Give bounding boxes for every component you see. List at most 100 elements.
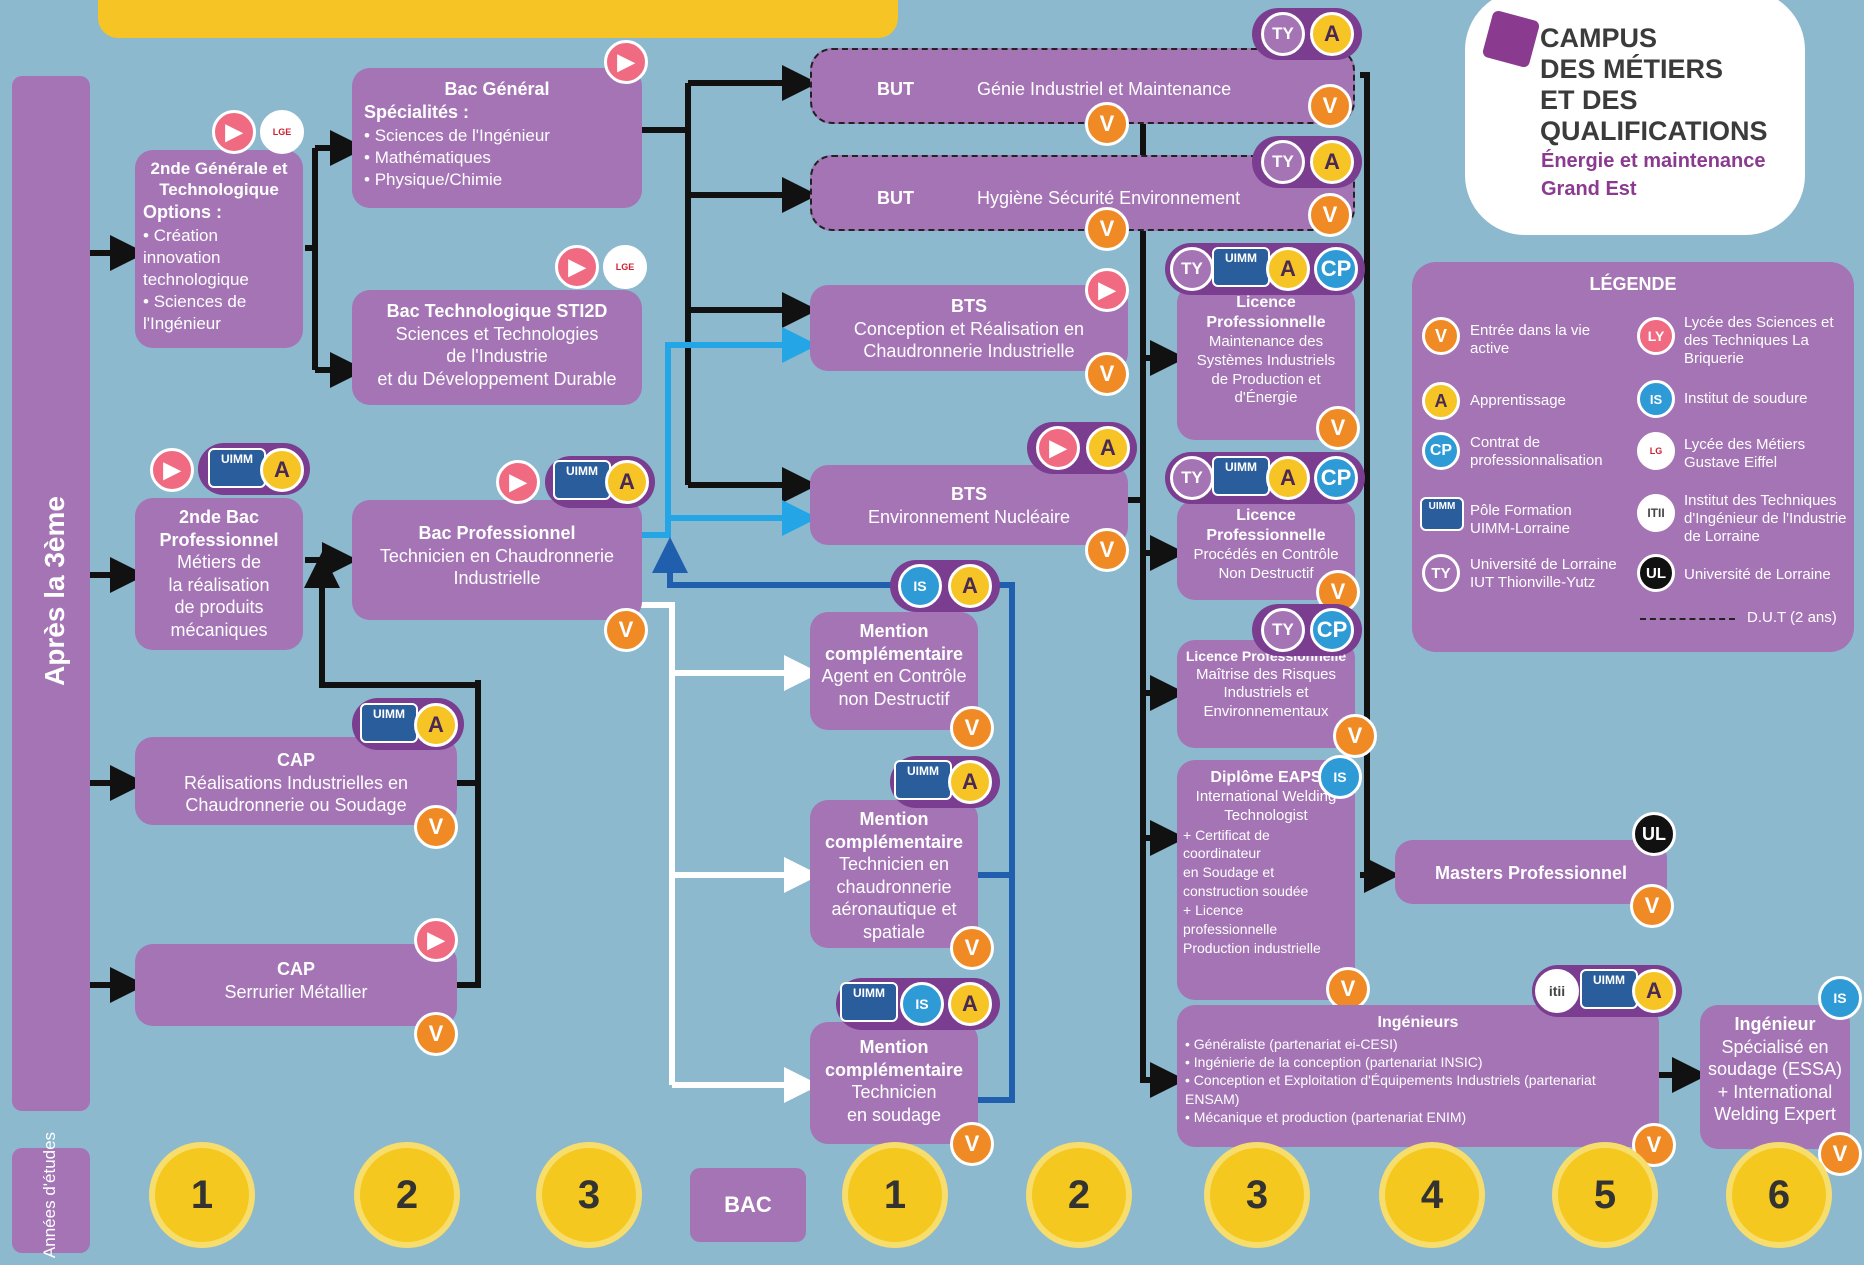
mc2-t1: Mention xyxy=(859,809,929,829)
uimm-icon: UIMM xyxy=(894,760,952,800)
bac-pro-title: Bac Professionnel xyxy=(418,523,576,543)
legend-text: Entrée dans la vie active xyxy=(1470,322,1591,357)
iut-thionville-icon: TY xyxy=(1261,140,1305,184)
lycee-briquerie-icon: ▶ xyxy=(1085,268,1129,312)
bac-general-label: Spécialités : xyxy=(364,101,470,122)
mc1-box: Mention complémentaire Agent en Contrôle… xyxy=(810,612,978,730)
mc1-l2: non Destructif xyxy=(838,688,950,709)
uimm-icon: UIMM xyxy=(1212,456,1270,496)
seconde-title: 2nde Générale et Technologique xyxy=(150,159,288,200)
lp1-t2: Professionnelle xyxy=(1206,314,1326,331)
campus-logo: CAMPUS DES MÉTIERS ET DES QUALIFICATIONS… xyxy=(1465,0,1805,235)
mc3-l2: en soudage xyxy=(846,1104,942,1125)
seconde-opt: Sciences de l'Ingénieur xyxy=(143,291,295,335)
lp1-l4: d'Énergie xyxy=(1234,389,1298,407)
vie-active-icon: V xyxy=(950,926,994,970)
lp3-l2: Industriels et xyxy=(1223,684,1309,702)
apprentissage-icon: A xyxy=(414,703,458,747)
eaps-item: + Certificat de xyxy=(1183,826,1270,843)
vie-active-icon: V xyxy=(414,1012,458,1056)
bts2-l1: Environnement Nucléaire xyxy=(867,506,1071,527)
but2-tag: BUT xyxy=(877,188,914,208)
institut-soudure-icon: IS xyxy=(1818,976,1862,1020)
bac-general-title: Bac Général xyxy=(444,79,550,99)
vie-active-icon: V xyxy=(1085,528,1129,572)
lycee-briquerie-icon: ▶ xyxy=(496,460,540,504)
lycee-briquerie-icon: LY xyxy=(1637,317,1675,355)
eaps-l1: International Welding xyxy=(1195,788,1337,805)
contrat-pro-icon: CP xyxy=(1314,247,1358,291)
top-banner xyxy=(98,0,898,38)
uimm-icon: UIMM xyxy=(840,982,898,1022)
lp2-box: Licence Professionnelle Procédés en Cont… xyxy=(1177,500,1355,600)
ingenieur-spe-l2: soudage (ESSA) xyxy=(1707,1059,1843,1079)
eaps-item: coordinateur xyxy=(1183,845,1261,862)
contrat-pro-icon: CP xyxy=(1310,608,1354,652)
legend-text: Institut de soudure xyxy=(1684,390,1808,407)
mc1-t1: Mention xyxy=(859,621,929,641)
year-circle: 6 xyxy=(1732,1148,1826,1242)
vie-active-icon: V xyxy=(1422,317,1460,355)
legend-text: Apprentissage xyxy=(1470,392,1566,409)
lycee-eiffel-icon: LGE xyxy=(603,245,647,289)
eaps-item: Production industrielle xyxy=(1183,939,1321,956)
lycee-briquerie-icon: ▶ xyxy=(1036,426,1080,470)
lycee-briquerie-icon: ▶ xyxy=(555,245,599,289)
seconde-pro-title2: Professionnel xyxy=(159,529,279,550)
eaps-item: + Licence xyxy=(1183,902,1244,919)
vie-active-icon: V xyxy=(950,706,994,750)
apprentissage-icon: A xyxy=(948,564,992,608)
legend-panel: LÉGENDE V Entrée dans la vie active A Ap… xyxy=(1412,262,1854,652)
lycee-briquerie-icon: ▶ xyxy=(604,40,648,84)
bac-techno-l2: de l'Industrie xyxy=(446,346,548,366)
eaps-box: Diplôme EAPS International Welding Techn… xyxy=(1177,760,1355,1000)
cap1-l2: Chaudronnerie ou Soudage xyxy=(185,795,407,815)
bac-general-box: Bac Général Spécialités : Sciences de l'… xyxy=(352,68,642,208)
apprentissage-icon: A xyxy=(1422,382,1460,420)
vie-active-icon: V xyxy=(1630,884,1674,928)
iut-thionville-icon: TY xyxy=(1170,456,1214,500)
universite-lorraine-icon: UL xyxy=(1632,812,1676,856)
uimm-icon: UIMM xyxy=(360,703,418,743)
bac-general-item: Mathématiques xyxy=(364,147,630,169)
legend-text: Institut des Techniques d'Ingénieur de l… xyxy=(1684,492,1847,545)
mc2-l4: spatiale xyxy=(862,921,926,942)
ingenieurs-item: Généraliste (partenariat ei-CESI) xyxy=(1185,1035,1651,1053)
bac-pro-l2: Industrielle xyxy=(453,568,541,588)
legend-dut: D.U.T (2 ans) xyxy=(1747,609,1837,626)
ingenieur-spe-title: Ingénieur xyxy=(1734,1014,1816,1034)
vie-active-icon: V xyxy=(1308,193,1352,237)
cap1-title: CAP xyxy=(276,750,315,770)
bts1-title: BTS xyxy=(951,296,987,316)
mc3-t1: Mention xyxy=(859,1037,929,1057)
lp3-l3: Environnementaux xyxy=(1203,703,1329,720)
uimm-icon: UIMM xyxy=(1580,969,1638,1009)
side-bar xyxy=(12,76,90,1111)
campus-sub1: Énergie et maintenance xyxy=(1541,150,1766,172)
bac-general-item: Physique/Chimie xyxy=(364,169,630,191)
vie-active-icon: V xyxy=(1085,352,1129,396)
legend-text: Pôle Formation UIMM-Lorraine xyxy=(1470,502,1572,537)
legend-text: Université de Lorraine IUT Thionville-Yu… xyxy=(1470,556,1617,591)
bts1-box: BTS Conception et Réalisation en Chaudro… xyxy=(810,285,1128,371)
vie-active-icon: V xyxy=(1818,1132,1862,1176)
but1-text: Génie Industriel et Maintenance xyxy=(977,79,1232,99)
cap2-l1: Serrurier Métallier xyxy=(224,981,368,1002)
year-circle: 2 xyxy=(360,1148,454,1242)
seconde-pro-l4: mécaniques xyxy=(170,619,268,640)
vie-active-icon: V xyxy=(1326,967,1370,1011)
vie-active-icon: V xyxy=(1316,406,1360,450)
campus-line4: QUALIFICATIONS xyxy=(1540,116,1768,147)
apprentissage-icon: A xyxy=(948,982,992,1026)
mc1-t2: complémentaire xyxy=(824,643,964,664)
lp1-l2: Systèmes Industriels xyxy=(1196,351,1336,369)
ingenieur-spe-l4: Welding Expert xyxy=(1714,1104,1836,1124)
dut-dashed-line xyxy=(1640,618,1735,620)
seconde-pro-l3: de produits xyxy=(174,597,264,617)
year-circle: 5 xyxy=(1558,1148,1652,1242)
bac-pro-l1: Technicien en Chaudronnerie xyxy=(379,545,615,566)
institut-soudure-icon: IS xyxy=(898,564,942,608)
eaps-item: professionnelle xyxy=(1183,920,1278,937)
legend-text: Université de Lorraine xyxy=(1684,566,1831,583)
cap2-title: CAP xyxy=(276,959,315,979)
